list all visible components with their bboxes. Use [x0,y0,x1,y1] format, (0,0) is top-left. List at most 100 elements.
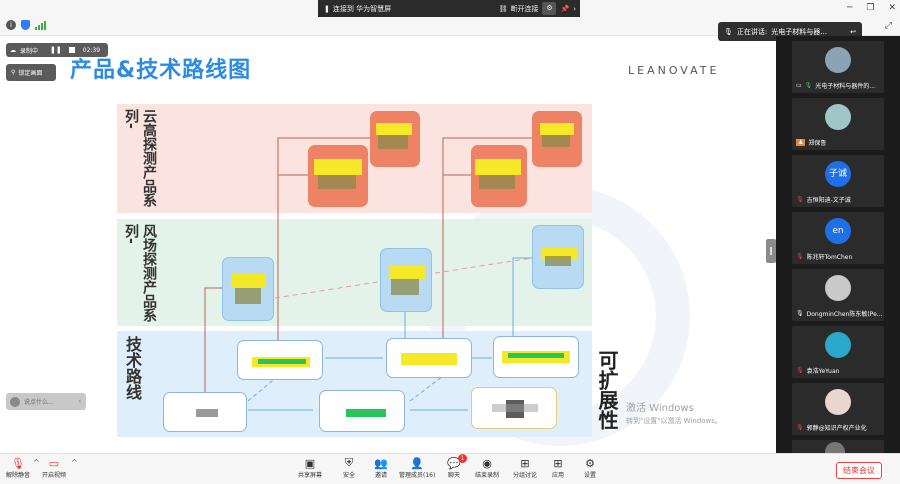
info-icon[interactable]: i [6,20,16,30]
participant-name: 陈兆轩TomChen [806,254,853,261]
participant-name-row: 🎙 吉恒阳迪-文子诚 [796,195,851,204]
share-screen-label: 共享屏幕 [298,472,323,479]
mic-muted-icon: 🎙 [796,424,804,431]
participant-tile[interactable]: 子诚 🎙 吉恒阳迪-文子诚 [792,155,884,207]
mic-muted-icon: 🎙 [796,367,804,374]
pin-icon[interactable]: 📌 [560,4,570,13]
participant-avatar [825,47,851,73]
participant-tile[interactable]: ▭ 🎙 光电子材料与器件的... [792,41,884,93]
panel-collapse-handle[interactable]: ‖ [766,239,776,263]
unmute-button[interactable]: 🎙 解除静音 [6,456,31,480]
connector-red-4 [442,174,471,346]
video-options-chevron-icon[interactable]: ^ [71,458,78,467]
participant-name-row: 🎙 DongminChen陈东敏(Pe... [796,309,883,318]
host-badge-icon: ♟ [796,139,806,146]
watermark-subtitle: 转到"设置"以激活 Windows。 [626,417,722,425]
close-button[interactable]: ✕ [888,3,896,13]
product-node-blue-1 [222,257,274,321]
participant-name-row: 🎙 陈兆轩TomChen [796,252,852,261]
participant-avatar [825,332,851,358]
mic-options-chevron-icon[interactable]: ^ [33,458,40,467]
invite-label: 邀请 [374,472,387,479]
chat-placeholder: 说点什么... [24,399,54,406]
manage-members-button[interactable]: 👤 管理成员(16) [399,456,435,480]
scalability-label: 可扩展性 [595,350,619,430]
share-screen-button[interactable]: ▣ 共享屏幕 [298,456,323,480]
pause-icon: ❚ [324,4,330,13]
security-button[interactable]: ⛨ 安全 [341,456,357,479]
pause-recording-button[interactable]: ❚❚ [50,46,62,54]
shield-icon[interactable] [21,20,30,30]
collapse-icon[interactable]: ↩ [850,27,856,36]
band-label-cloud: 云高探测产品系列- [123,109,157,207]
video-off-icon: ▭ [48,456,60,470]
chat-icon: 💬1 [446,454,467,470]
tech-node-1 [237,340,323,380]
participant-avatar: 子诚 [825,161,851,187]
fullscreen-icon[interactable]: ⤢ [884,21,892,31]
mic-muted-icon: 🎙 [796,253,804,260]
mic-icon: 🎙 [804,82,813,89]
chat-button[interactable]: 💬1 聊天 [446,454,467,479]
participant-panel: ▭ 🎙 光电子材料与器件的... ♟ 郑保鲁 子诚 🎙 吉恒阳迪-文子诚 en … [776,36,900,453]
participant-name-row: 🎙 袁浩YeYuan [796,366,839,375]
participant-tile[interactable]: 🎙 DongminChen陈东敏(Pe... [792,269,884,321]
end-meeting-button[interactable]: 结束会议 [836,462,882,479]
meeting-toolbar: 🎙 解除静音 ^ ▭ 开启视频 ^ ▣ 共享屏幕 ⛨ 安全 👥 邀请 👤 管理成… [0,453,900,484]
participant-avatar: en [825,218,851,244]
band-label-wind: 风场探测产品系列- [123,224,157,322]
emoji-icon[interactable] [10,396,20,407]
stop-recording-button[interactable] [68,47,75,53]
breakout-rooms-button[interactable]: ⊞ 分组讨论 [513,456,538,480]
connector-red-5 [442,137,532,175]
chevron-right-icon[interactable]: › [573,4,576,13]
pin-view-button[interactable]: ⚲ 锁定画面 [6,64,56,81]
tech-node-6 [471,387,557,429]
participant-tile[interactable]: ♟ 郑保鲁 [792,98,884,150]
apps-button[interactable]: ⊞ 应用 [550,456,566,480]
recording-indicator: ☁ 录制中 ❚❚ 02:39 [6,43,108,57]
recording-label: 录制中 [20,47,39,55]
invite-button[interactable]: 👥 邀请 [373,456,389,480]
security-label: 安全 [342,472,355,479]
signal-icon[interactable] [35,20,46,30]
mic-icon: 🎙 [796,310,804,317]
chat-label: 聊天 [447,472,460,479]
quick-chat-input[interactable]: 说点什么... ‹ [6,393,86,410]
participant-tile[interactable]: 🎙 袁浩YeYuan [792,326,884,378]
window-controls: ─ ❐ ✕ [847,3,896,13]
chat-badge: 1 [458,454,467,463]
restore-button[interactable]: ❐ [866,3,875,13]
tech-node-5 [319,390,405,432]
product-node-red-1 [370,111,420,167]
participant-avatar [825,389,851,415]
breakout-rooms-label: 分组讨论 [513,472,538,479]
mic-muted-icon: 🎙 [11,456,25,470]
tech-node-4 [163,392,247,432]
start-video-button[interactable]: ▭ 开启视频 [42,456,66,480]
chevron-left-icon[interactable]: ‹ [78,398,81,405]
product-node-blue-2 [380,248,432,312]
mic-muted-icon: 🎙 [796,196,804,203]
minimize-button[interactable]: ─ [846,3,853,13]
unmute-label: 解除静音 [6,472,31,479]
participant-avatar [825,442,845,453]
disconnect-button[interactable]: ⛓ 断开连接 [499,4,539,14]
settings-button[interactable]: ⚙ 设置 [582,456,598,480]
speaker-mic-icon: 🎙 [724,27,733,36]
participant-tile[interactable]: en 🎙 陈兆轩TomChen [792,212,884,264]
speaker-name: 光电子材料与器... [771,27,827,36]
participant-name: 吉恒阳迪-文子诚 [806,197,851,204]
brand-logo: LEANOVATE [628,64,720,77]
settings-gear-icon[interactable]: ⚙ [542,2,557,15]
connector-red-1 [204,287,222,392]
participant-tile[interactable] [792,440,884,453]
share-target[interactable]: ❚ 连接到 华为智慧屏 [324,4,391,14]
tech-node-3 [493,336,579,378]
participant-tile[interactable]: 🎙 郭静@知识产权产业化 [792,383,884,435]
pin-icon: ⚲ [11,69,16,76]
watermark-title: 激活 Windows [626,403,694,414]
stop-recording-button[interactable]: ◉ 结束录制 [475,456,499,480]
participant-name-row: ▭ 🎙 光电子材料与器件的... [796,81,875,90]
connector-red-3 [277,137,370,175]
